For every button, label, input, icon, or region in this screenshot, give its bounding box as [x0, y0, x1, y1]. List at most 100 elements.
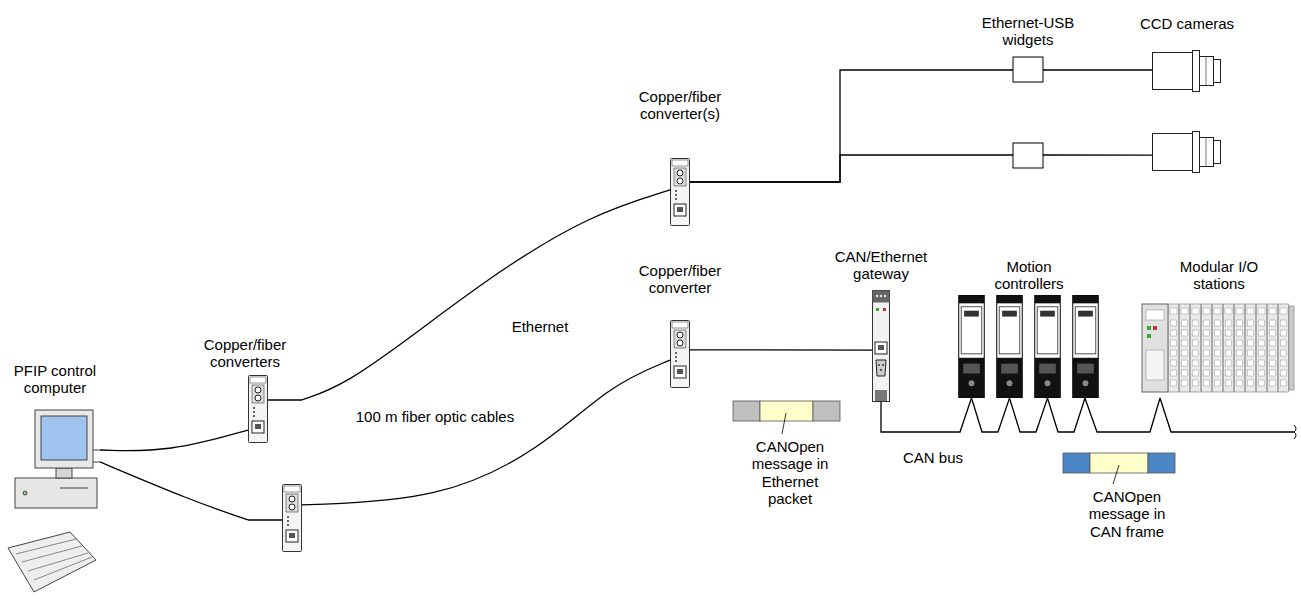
device-node: CAN/Ethernet gateway — [872, 290, 890, 402]
io-station-icon — [1180, 304, 1190, 392]
ethernet-packet — [760, 401, 813, 421]
widget-box — [1013, 143, 1043, 168]
ethernet-packet — [733, 401, 760, 421]
annotation-label: CANOpen message in Ethernet packet — [745, 438, 835, 507]
converter-icon — [671, 159, 690, 226]
widget-box — [1013, 57, 1043, 168]
computer-icon — [60, 488, 88, 489]
io-station-icon — [1169, 304, 1179, 392]
cable-connector — [100, 430, 248, 451]
device-node: PFIP control computer — [5, 408, 100, 596]
device-node: Ethernet-USB widgets — [1013, 57, 1043, 168]
io-station-icon — [1147, 326, 1151, 330]
io-station-icon — [1279, 304, 1289, 392]
computer-icon — [8, 410, 100, 592]
device-node: CCD cameras — [1152, 50, 1222, 172]
can-frame — [1063, 453, 1090, 473]
annotation-label: CANOpen message in CAN frame — [1082, 488, 1172, 540]
cable-connector — [1043, 69, 1152, 70]
io-station-icon — [1246, 304, 1256, 392]
ethernet-packet — [733, 401, 840, 434]
io-station-icon — [1257, 304, 1267, 392]
io-station-icon — [1202, 304, 1212, 392]
motion-controller-icon — [997, 295, 1023, 397]
motion-controller-icon — [1073, 295, 1099, 397]
can-frame — [1148, 453, 1175, 473]
converter-icon — [249, 376, 268, 443]
device-label: CCD cameras — [1127, 15, 1247, 32]
cable-connector — [302, 190, 670, 400]
device-node: Copper/fiber converter(s) — [670, 158, 690, 226]
computer-icon — [93, 462, 100, 463]
cable-connector — [100, 462, 248, 520]
device-node: Copper/fiber converter — [670, 320, 690, 388]
io-station-icon — [1146, 350, 1164, 380]
device-label: Copper/fiber converter(s) — [625, 88, 735, 123]
device-label: Modular I/O stations — [1164, 258, 1274, 293]
io-station-icon — [1235, 304, 1245, 392]
converter-icon — [248, 159, 690, 552]
io-station-icon — [1224, 304, 1234, 392]
can-bus-wire — [1294, 425, 1296, 439]
cable-connector — [690, 70, 1013, 182]
io-station-icon — [1153, 326, 1157, 330]
gateway-icon — [873, 291, 890, 402]
can-bus-wire — [972, 398, 1297, 439]
device-node: Modular I/O stations — [1142, 298, 1296, 398]
computer-icon — [56, 468, 72, 478]
computer-icon — [23, 491, 27, 495]
device-node: Copper/fiber converters — [248, 375, 302, 552]
can-frame — [1063, 453, 1175, 484]
device-label: Copper/fiber converters — [190, 336, 300, 371]
ethernet-packet — [782, 413, 786, 434]
gateway-icon — [873, 291, 890, 402]
can-frame — [1113, 465, 1119, 484]
computer-icon — [35, 410, 93, 468]
ethernet-packet — [813, 401, 840, 421]
computer-icon — [22, 546, 82, 562]
can-bus-wire — [972, 398, 1086, 432]
camera-icon — [1153, 51, 1221, 92]
io-station-icon — [1191, 304, 1201, 392]
io-station-icon — [1142, 304, 1294, 392]
cable-connector — [690, 349, 872, 350]
device-label: Ethernet-USB widgets — [973, 14, 1083, 49]
device-label: CAN/Ethernet gateway — [826, 248, 936, 283]
cable-connector — [690, 155, 1013, 182]
device-label: PFIP control computer — [3, 362, 107, 397]
converter-icon — [671, 321, 690, 388]
annotation-label: 100 m fiber optic cables — [330, 408, 540, 425]
device-label: Copper/fiber converter — [625, 262, 735, 297]
widget-box — [1013, 57, 1043, 82]
io-station-icon — [1142, 304, 1168, 392]
io-station-icon — [1147, 334, 1151, 338]
computer-icon — [16, 539, 76, 554]
computer-icon — [41, 416, 87, 460]
converter-icon — [283, 485, 302, 552]
motion-controller-icon — [959, 295, 985, 397]
converter-icon — [268, 399, 302, 400]
computer-icon — [15, 478, 97, 508]
cable-connector — [1043, 154, 1152, 155]
device-label: Motion controllers — [979, 258, 1079, 293]
motion-controller-icon — [959, 295, 1099, 397]
can-bus-wire — [1160, 398, 1294, 432]
annotation-label: Ethernet — [505, 318, 575, 335]
cable-connector — [881, 398, 971, 432]
io-station-icon — [1213, 304, 1223, 392]
io-station-icon — [1289, 306, 1294, 390]
io-station-icon — [1268, 304, 1278, 392]
camera-icon — [1153, 132, 1221, 173]
computer-icon — [93, 450, 100, 451]
device-node: Motion controllers — [956, 298, 1102, 398]
motion-controller-icon — [1035, 295, 1061, 397]
converter-icon — [248, 519, 282, 520]
cable-connector — [1085, 398, 1160, 432]
computer-icon — [34, 557, 92, 580]
computer-icon — [8, 532, 96, 592]
camera-icon — [1153, 51, 1221, 173]
io-station-icon — [1146, 310, 1164, 320]
can-frame — [1090, 453, 1148, 473]
cable-connector — [302, 360, 670, 505]
annotation-label: CAN bus — [898, 449, 968, 466]
